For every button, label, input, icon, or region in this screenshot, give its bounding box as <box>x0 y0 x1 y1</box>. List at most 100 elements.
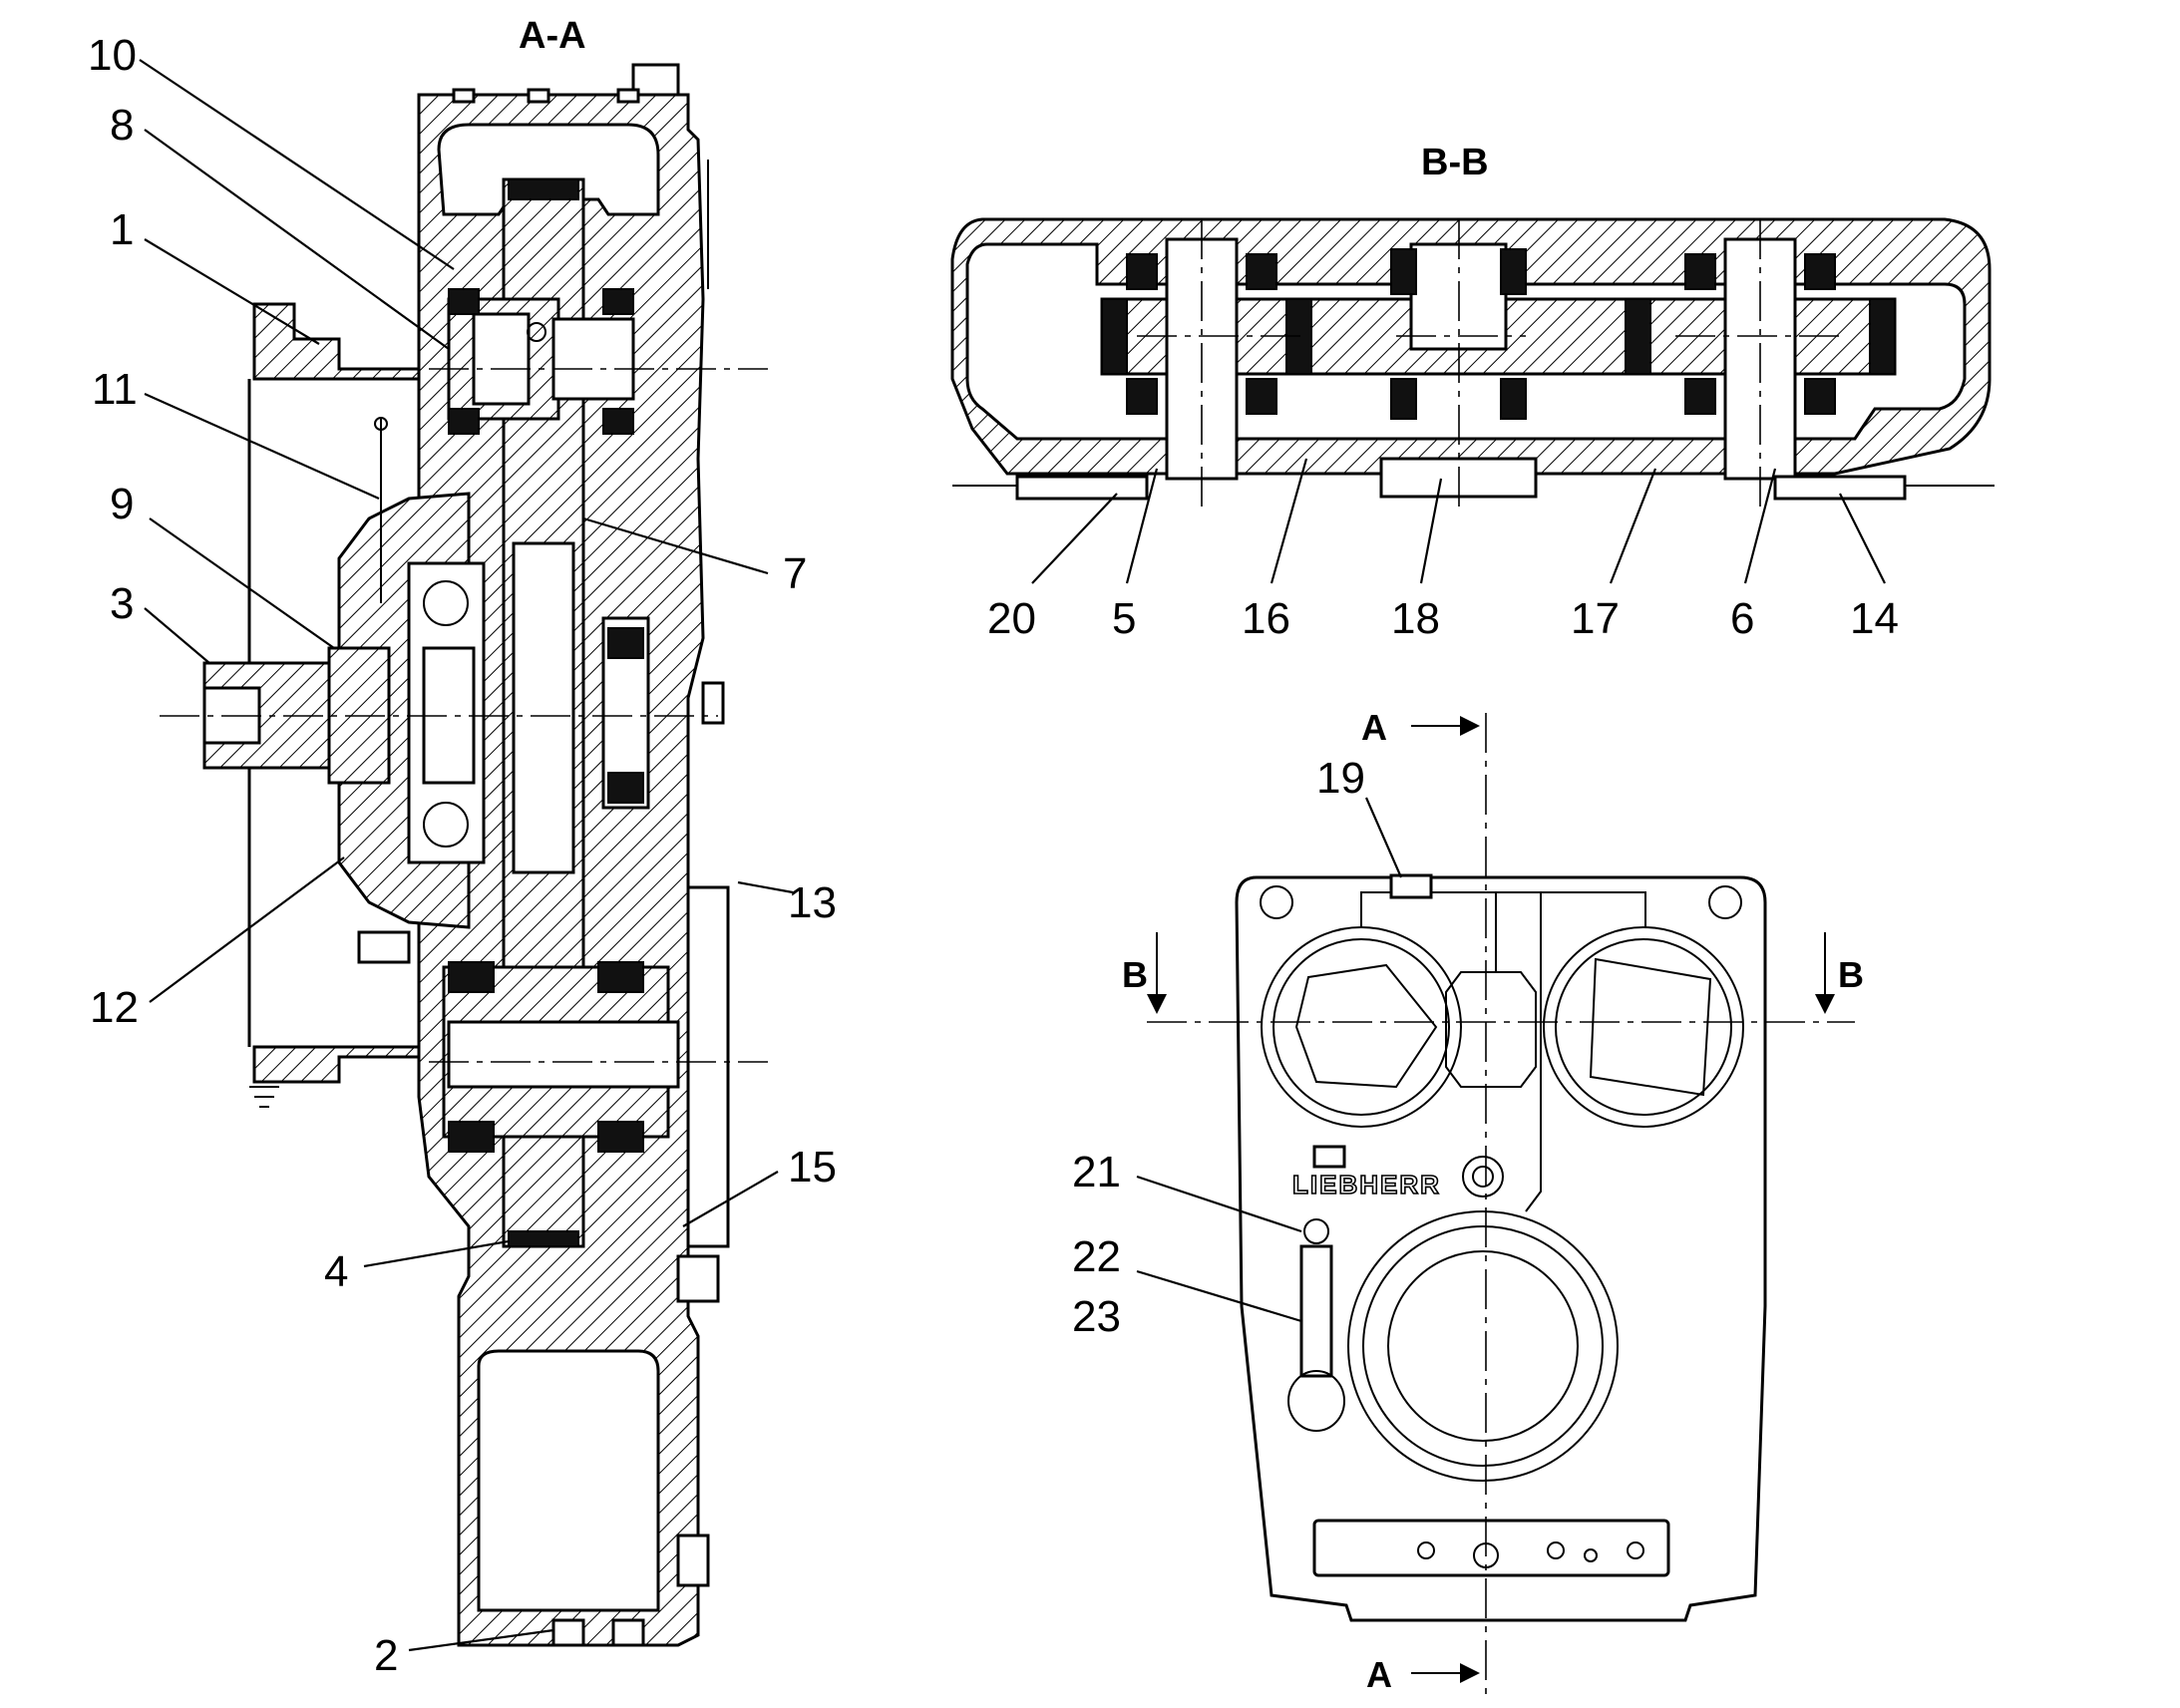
left-motor-plate <box>1294 963 1438 1089</box>
upper-shaft-end <box>551 317 635 401</box>
right-cover-plate <box>686 885 730 1248</box>
callout-22: 22 <box>1072 1232 1121 1281</box>
bottom-terminal-panel <box>1312 1519 1670 1577</box>
leader-5 <box>1125 468 1159 584</box>
bottom-plug-1 <box>551 1618 585 1647</box>
leader-9 <box>149 517 335 649</box>
logo-badge <box>1312 1145 1346 1169</box>
section-b-b-leaders <box>1031 458 1886 584</box>
callout-3: 3 <box>110 579 134 628</box>
leader-2 <box>408 1628 554 1652</box>
lube-fitting <box>374 417 388 431</box>
motor-flange-left-inner <box>1272 938 1450 1116</box>
ball-upper <box>423 580 469 626</box>
callout-labels: 10 8 1 11 9 3 12 7 13 15 4 2 20 5 16 18 … <box>88 31 1899 1680</box>
front-view-leaders <box>1136 797 1403 1323</box>
callout-5: 5 <box>1112 594 1136 643</box>
output-flange-ring <box>1362 1225 1604 1467</box>
b-gear-teeth-right <box>1869 298 1896 375</box>
top-bolt-3 <box>616 88 640 104</box>
flange-left-lower <box>252 1045 421 1084</box>
eye-bolt <box>1303 1218 1329 1244</box>
pipe-down <box>1525 892 1542 1212</box>
upper-pinion-shaft <box>472 312 531 406</box>
panel-port-5 <box>1627 1541 1644 1559</box>
ball-lower <box>423 802 469 848</box>
right-bearing-roller-top <box>607 627 644 659</box>
center-cover <box>1445 971 1537 1088</box>
dipstick-tube <box>1299 1244 1333 1378</box>
leader-8 <box>144 129 450 350</box>
b-bearing-9 <box>1684 253 1716 290</box>
top-bolt-2 <box>527 88 550 104</box>
distributor-block <box>1389 873 1433 899</box>
b-bearing-12 <box>1804 378 1836 415</box>
section-b-b-view: B-B <box>950 142 1995 509</box>
callout-10: 10 <box>88 31 137 80</box>
leader-3 <box>144 607 210 664</box>
front-view: LIEBHERR <box>1147 713 1855 1695</box>
b-cover-left <box>1015 475 1149 501</box>
b-bearing-6 <box>1500 248 1527 295</box>
leader-19 <box>1364 797 1403 878</box>
b-bearing-2 <box>1246 253 1277 290</box>
b-gear-teeth-left <box>1101 298 1128 375</box>
callout-4: 4 <box>324 1247 348 1296</box>
right-bearing-roller-bottom <box>607 772 644 804</box>
right-motor-plate <box>1589 957 1712 1097</box>
leader-13 <box>737 880 794 894</box>
lower-bearing-1 <box>448 961 495 993</box>
callout-14: 14 <box>1850 594 1899 643</box>
callout-17: 17 <box>1571 594 1620 643</box>
callout-8: 8 <box>110 101 134 150</box>
center-port-inner <box>1472 1166 1494 1188</box>
callout-13: 13 <box>788 878 837 927</box>
motor-flange-right-inner <box>1555 938 1732 1116</box>
b-cover-right <box>1773 475 1907 501</box>
upper-bearing-2 <box>448 408 480 435</box>
section-a-a-view: A-A <box>160 15 768 1647</box>
callout-2: 2 <box>374 1631 398 1680</box>
leader-14 <box>1839 493 1886 584</box>
b-bearing-3 <box>1126 378 1158 415</box>
flange-left <box>252 302 421 381</box>
callout-18: 18 <box>1391 594 1440 643</box>
b-bearing-5 <box>1390 248 1417 295</box>
leader-11 <box>144 392 380 501</box>
lower-cavity <box>477 1349 660 1612</box>
bottom-plug-2 <box>611 1618 645 1647</box>
upper-bearing-1 <box>448 288 480 315</box>
leader-22 <box>1136 1269 1302 1323</box>
lower-bearing-3 <box>597 961 644 993</box>
section-b-b-title: B-B <box>1421 142 1489 183</box>
callout-21: 21 <box>1072 1148 1121 1196</box>
callout-1: 1 <box>110 205 134 254</box>
callout-16: 16 <box>1242 594 1290 643</box>
lower-shaft <box>447 1020 680 1089</box>
b-gear-teeth-mid-right <box>1625 298 1651 375</box>
callout-15: 15 <box>788 1143 837 1192</box>
mount-hole-right <box>1708 885 1742 919</box>
callout-12: 12 <box>90 983 139 1032</box>
b-bearing-11 <box>1684 378 1716 415</box>
b-bearing-4 <box>1246 378 1277 415</box>
callout-7: 7 <box>783 549 807 598</box>
gear-teeth-top <box>508 178 579 200</box>
panel-port-4 <box>1584 1548 1598 1562</box>
leader-6 <box>1743 468 1777 584</box>
callout-6: 6 <box>1730 594 1754 643</box>
gear-teeth-bottom <box>508 1230 579 1247</box>
motor-flange-right <box>1543 926 1744 1128</box>
leader-17 <box>1609 468 1657 584</box>
leader-4 <box>363 1239 510 1268</box>
panel-port-3 <box>1547 1541 1565 1559</box>
b-bearing-1 <box>1126 253 1158 290</box>
top-fitting <box>631 63 680 97</box>
upper-cavity <box>437 123 660 216</box>
drain-plug <box>676 1254 720 1303</box>
upper-bolt <box>527 322 546 342</box>
leader-18 <box>1419 478 1443 584</box>
bottom-side-bolt <box>676 1534 710 1587</box>
b-bearing-7 <box>1390 378 1417 420</box>
pipe-top <box>1360 891 1646 927</box>
